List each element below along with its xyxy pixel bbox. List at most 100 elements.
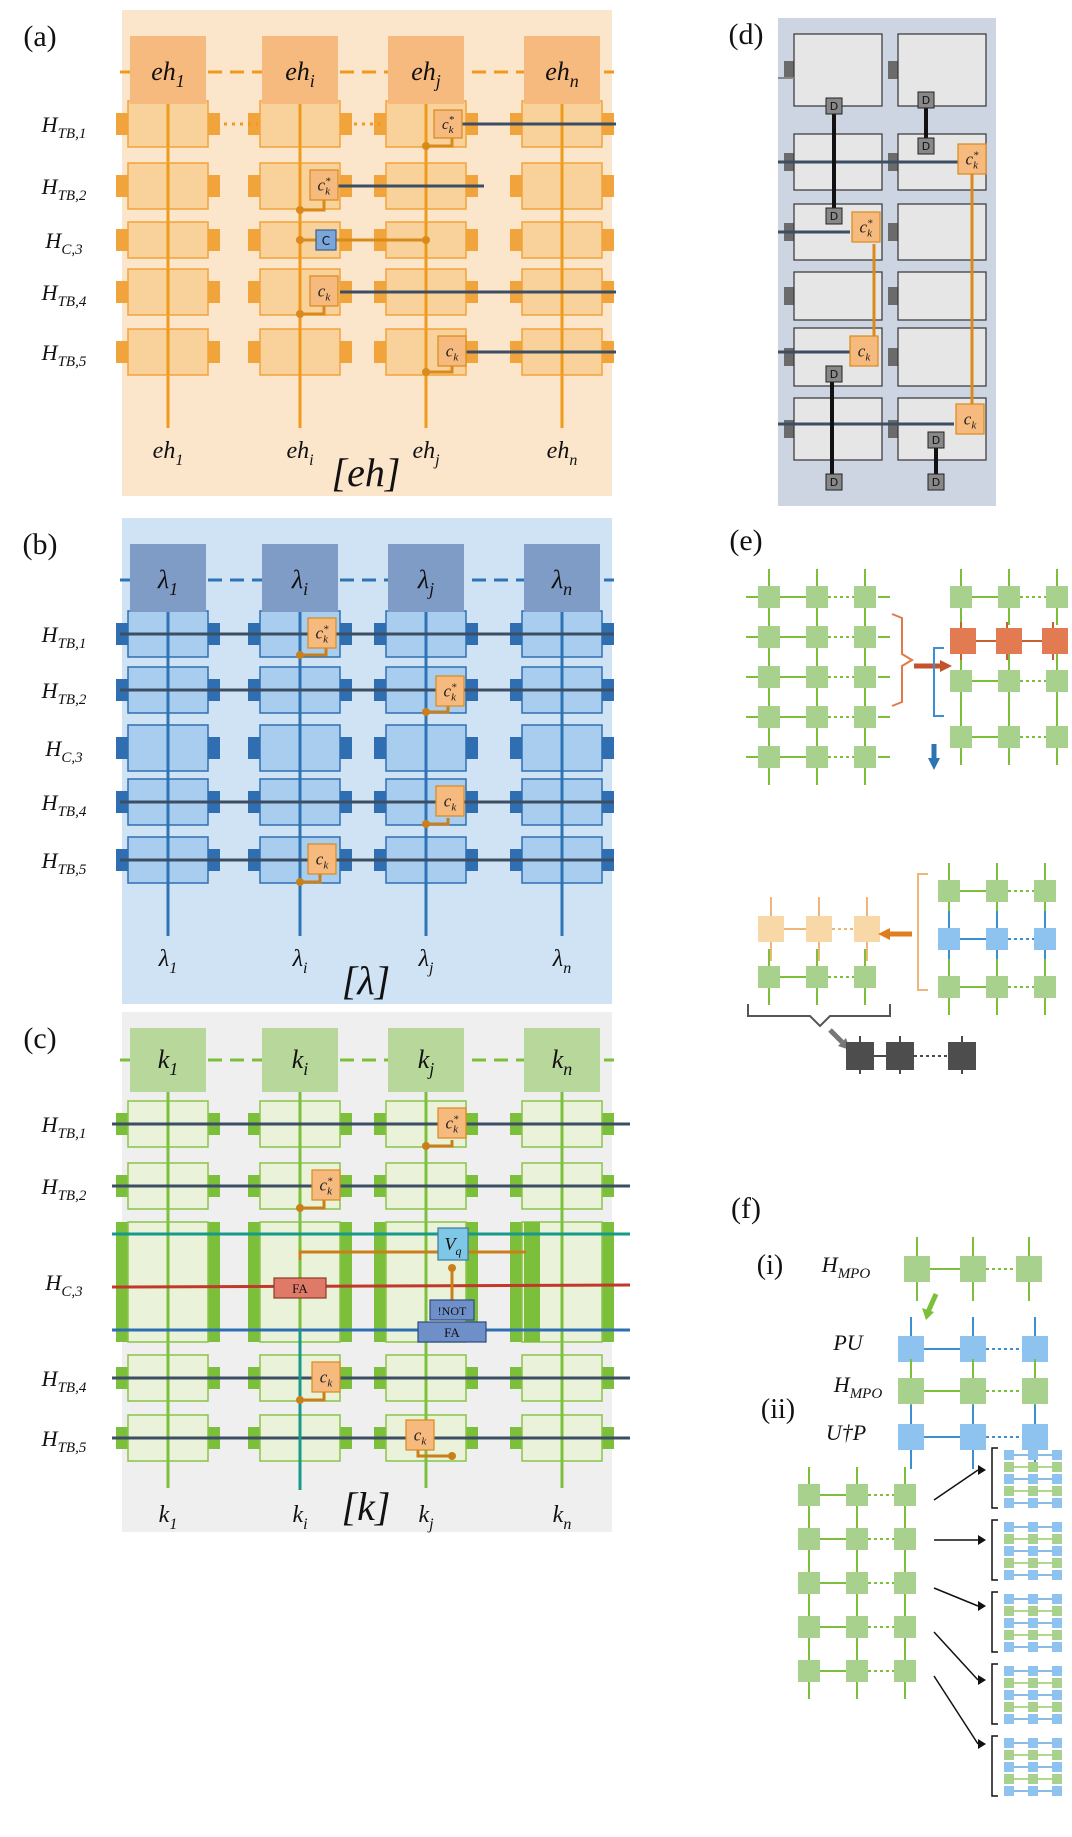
row-3: HC,3 (44, 724, 614, 772)
mini-tensor (1028, 1594, 1038, 1604)
site-label: λ1 (157, 565, 178, 599)
tensor (806, 916, 832, 942)
mini-tensor (1004, 1630, 1014, 1640)
mini-tensor (1004, 1558, 1014, 1568)
mini-tensor (1052, 1486, 1062, 1496)
d-tensor-text: D (932, 434, 940, 447)
mini-tensor (1028, 1522, 1038, 1532)
mini-tensor (1052, 1786, 1062, 1796)
panel-c: (c)HTB,1HTB,2HC,3HTB,4HTB,5k1k1kikikjkjk… (23, 1012, 631, 1533)
math-base: H (41, 848, 59, 873)
op-link (426, 366, 454, 374)
mps-row-g3 (938, 959, 1056, 1015)
junction-dot (296, 651, 304, 659)
d-tensor (825, 473, 843, 491)
d-tensor (825, 365, 843, 383)
bond-tab (784, 348, 794, 366)
tensor-dark (948, 1042, 976, 1070)
math-subscript: TB,4 (58, 1380, 87, 1396)
bond-tab-left (510, 229, 522, 251)
site-label: ehn (545, 57, 579, 91)
mps-row-blue (938, 911, 1056, 967)
mini-tensor (1028, 1666, 1038, 1676)
op-link (300, 1392, 326, 1402)
tensor (846, 1660, 868, 1682)
bond-tab (888, 61, 898, 79)
bond-tab-left (248, 175, 260, 197)
term-udagger-p: U†P (826, 1420, 866, 1445)
op-vq (437, 1227, 469, 1261)
panel-f-label: (f) (731, 1192, 761, 1225)
bond-tab-left (116, 1222, 128, 1342)
bond-tab-left (248, 281, 260, 303)
math-subscript: j (433, 452, 440, 469)
op-c-star-1 (437, 1107, 467, 1139)
d-tensor-text: D (922, 94, 930, 107)
row-label: HTB,1 (41, 1112, 87, 1142)
site-tensor (524, 36, 600, 104)
panel-a-label: (a) (23, 20, 56, 53)
tensor (806, 746, 828, 768)
op-vq-text: Vq (445, 1234, 462, 1258)
op-subscript: k (973, 159, 979, 171)
site-label: λi (291, 565, 308, 599)
mpo-up (898, 1405, 1048, 1469)
math-subscript: j (434, 71, 441, 91)
bond-tab-left (374, 1222, 386, 1342)
op-link (300, 646, 328, 657)
mini-tensor (1028, 1546, 1038, 1556)
mini-tensor (1052, 1534, 1062, 1544)
tensor (960, 1256, 986, 1282)
op-subscript: k (327, 1377, 333, 1389)
op-c-3 (849, 335, 879, 367)
panel-b-label: (b) (23, 528, 58, 561)
mps-row-g2 (938, 863, 1056, 919)
op-c-4-text: ck (414, 1425, 428, 1447)
bond-tab-right (602, 229, 614, 251)
brace (891, 613, 914, 707)
mini-tensor (1004, 1702, 1014, 1712)
op-not-text: !NOT (438, 1304, 467, 1318)
math-base: H (41, 1426, 59, 1451)
tensor (1022, 1378, 1048, 1404)
bond-tab-left (510, 1222, 522, 1342)
brace (991, 1591, 998, 1653)
row-label: HTB,2 (41, 678, 87, 708)
math-subscript: TB,2 (58, 188, 87, 204)
mini-tensor (1004, 1618, 1014, 1628)
op-fa-2-text: FA (444, 1325, 460, 1340)
bond-tab-left (116, 113, 128, 135)
op-subscript: k (453, 351, 459, 363)
row-label: HTB,5 (41, 848, 87, 878)
op-c-3 (311, 1361, 341, 1393)
mini-tensor (1004, 1486, 1014, 1496)
math-base: λ (552, 946, 563, 972)
site-tensor (524, 1028, 600, 1092)
bond-tab (888, 287, 898, 305)
math-base: H (41, 112, 59, 137)
tensor (960, 1424, 986, 1450)
op-base: c (860, 217, 868, 236)
math-base: k (418, 1045, 430, 1074)
bond-tab-right (340, 341, 352, 363)
mini-tensor (1004, 1750, 1014, 1760)
math-subscript: 1 (169, 960, 177, 977)
tensor (854, 586, 876, 608)
math-subscript: j (427, 1516, 434, 1533)
bond-tab-right (208, 229, 220, 251)
op-c-star-2-text: ck* (318, 175, 332, 197)
op-c-star-1-text: ck* (316, 623, 330, 645)
site-label: ehi (285, 57, 315, 91)
op-base: c (444, 791, 452, 810)
op-c-star-2-text: ck* (860, 217, 874, 239)
tensor (986, 880, 1008, 902)
tensor (986, 928, 1008, 950)
op-base: c (318, 281, 326, 300)
math-subscript: i (303, 579, 308, 599)
d-tensor-text: D (830, 100, 838, 113)
op-link (416, 1448, 452, 1458)
tensor (960, 1378, 986, 1404)
mini-tensor (1052, 1630, 1062, 1640)
mini-tensor (1052, 1678, 1062, 1688)
arrow-line (933, 1469, 979, 1501)
